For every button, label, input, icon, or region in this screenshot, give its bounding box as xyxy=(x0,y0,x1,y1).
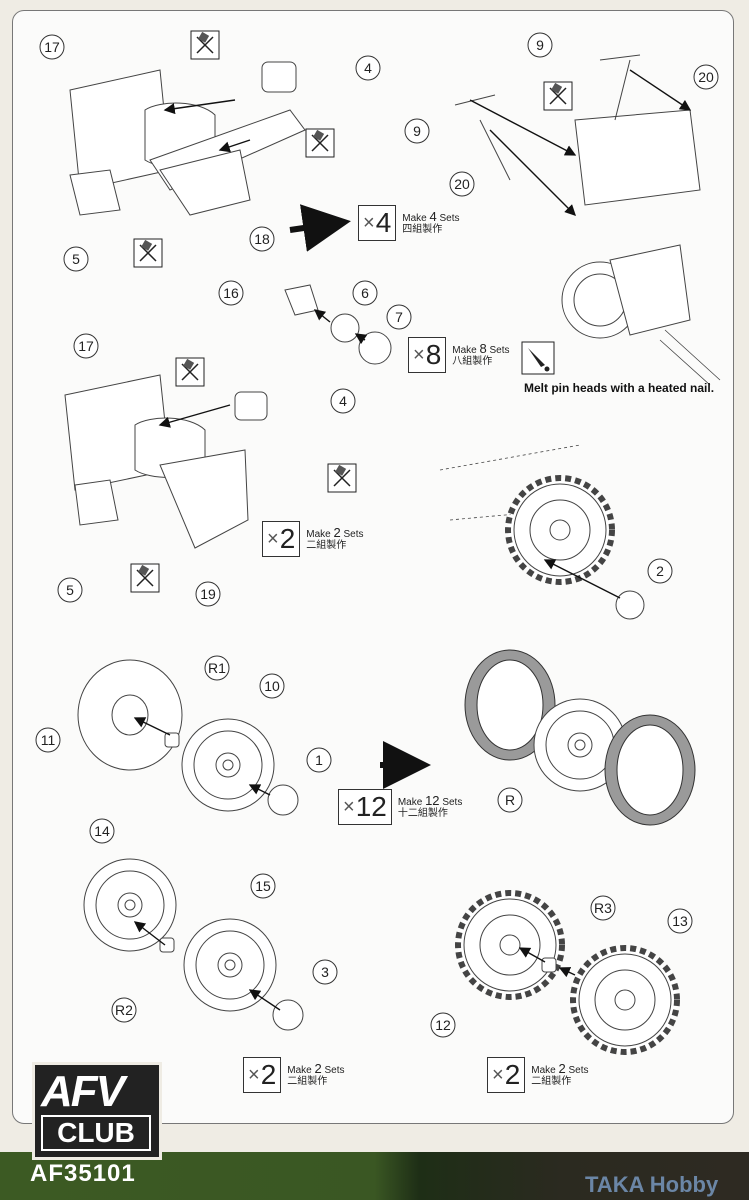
callout: 19 xyxy=(195,581,221,607)
callout: 7 xyxy=(386,304,412,330)
callout: 13 xyxy=(667,908,693,934)
melt-pin-note: Melt pin heads with a heated nail. xyxy=(524,381,715,395)
svg-text:12: 12 xyxy=(435,1017,451,1033)
callout: 18 xyxy=(249,226,275,252)
callout: 12 xyxy=(430,1012,456,1038)
callout: 1 xyxy=(306,747,332,773)
callout: 16 xyxy=(218,280,244,306)
melt-pin-icon xyxy=(521,341,555,375)
svg-text:16: 16 xyxy=(223,285,239,301)
svg-text:4: 4 xyxy=(339,393,347,409)
callout: 4 xyxy=(355,55,381,81)
svg-text:R: R xyxy=(505,792,515,808)
svg-text:13: 13 xyxy=(672,913,688,929)
svg-text:9: 9 xyxy=(413,123,421,139)
callout: 11 xyxy=(35,727,61,753)
callout: 4 xyxy=(330,388,356,414)
suspension-assembly-2 xyxy=(64,374,268,549)
suspension-assembly-1 xyxy=(69,61,351,252)
svg-text:5: 5 xyxy=(72,251,80,267)
callout: R2 xyxy=(111,997,137,1023)
footer-band xyxy=(0,1152,749,1200)
callout: R3 xyxy=(590,895,616,921)
svg-text:6: 6 xyxy=(361,285,369,301)
callout: 17 xyxy=(39,34,65,60)
svg-text:17: 17 xyxy=(78,338,94,354)
idler-parts xyxy=(284,284,392,365)
svg-text:20: 20 xyxy=(454,176,470,192)
svg-text:10: 10 xyxy=(264,678,280,694)
watermark: TAKA Hobby xyxy=(585,1172,719,1197)
callout: 5 xyxy=(57,577,83,603)
svg-text:5: 5 xyxy=(66,582,74,598)
svg-text:14: 14 xyxy=(94,823,110,839)
svg-text:19: 19 xyxy=(200,586,216,602)
callout: 14 xyxy=(89,818,115,844)
svg-text:17: 17 xyxy=(44,39,60,55)
kit-number: AF35101 xyxy=(30,1160,136,1187)
svg-text:11: 11 xyxy=(41,732,56,748)
idler-hull-view xyxy=(439,444,645,620)
svg-text:15: 15 xyxy=(255,878,271,894)
svg-text:18: 18 xyxy=(254,231,270,247)
svg-text:2: 2 xyxy=(656,563,664,579)
callout: 2 xyxy=(647,558,673,584)
callout: 9 xyxy=(527,32,553,58)
svg-text:R2: R2 xyxy=(115,1002,133,1018)
logo-bottom: CLUB xyxy=(41,1115,151,1151)
suspension-assembly-1r xyxy=(454,54,721,386)
svg-text:R1: R1 xyxy=(208,660,226,676)
svg-text:20: 20 xyxy=(698,69,714,85)
svg-text:7: 7 xyxy=(395,309,403,325)
callout: 3 xyxy=(312,959,338,985)
callout: 20 xyxy=(693,64,719,90)
idler-wheel-assembly xyxy=(83,858,304,1031)
callout: 20 xyxy=(449,171,475,197)
callout: 17 xyxy=(73,333,99,359)
svg-text:1: 1 xyxy=(315,752,323,768)
callout: 5 xyxy=(63,246,89,272)
callout: R1 xyxy=(204,655,230,681)
callout: 9 xyxy=(404,118,430,144)
sprocket-assembly xyxy=(458,893,677,1052)
callout: 15 xyxy=(250,873,276,899)
svg-text:4: 4 xyxy=(364,60,372,76)
svg-text:R3: R3 xyxy=(594,900,612,916)
svg-text:9: 9 xyxy=(536,37,544,53)
callout: 10 xyxy=(259,673,285,699)
road-wheel-assembly xyxy=(77,649,696,826)
callout: R xyxy=(497,787,523,813)
svg-text:3: 3 xyxy=(321,964,329,980)
logo-top: AFV xyxy=(41,1067,125,1116)
callout: 6 xyxy=(352,280,378,306)
afv-club-logo: AFV CLUB xyxy=(32,1062,162,1160)
